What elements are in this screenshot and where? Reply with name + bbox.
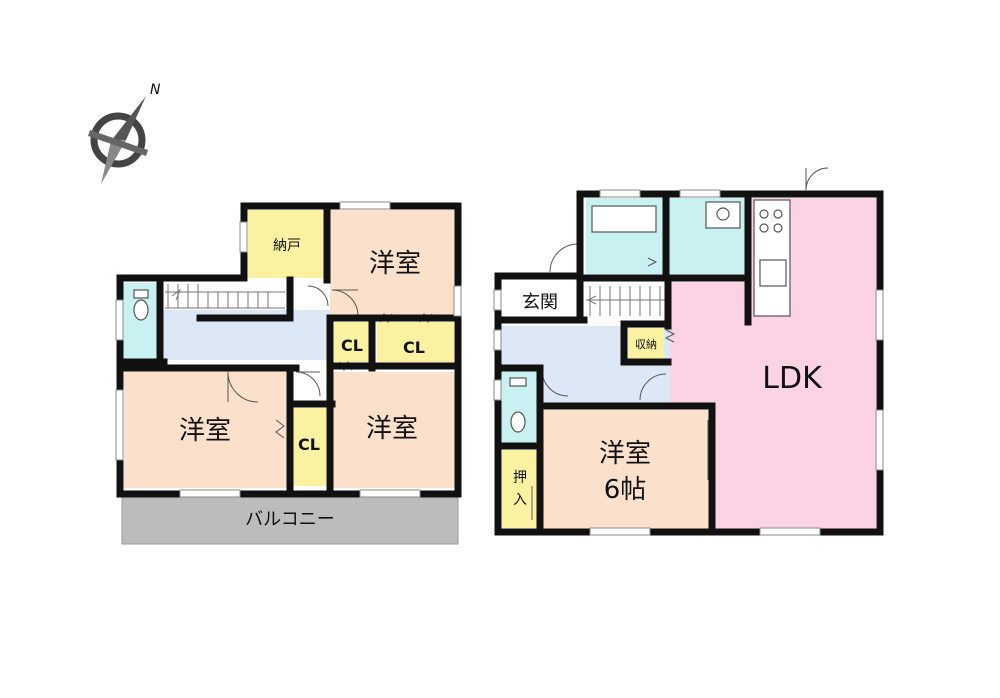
entrance-label: 玄関 (522, 292, 558, 313)
walls-1f (494, 190, 884, 536)
oshiire-label-1: 押 (513, 470, 527, 486)
closet-1-label: CL (341, 336, 363, 355)
windows-2f (115, 201, 462, 498)
bedroom-left-2f (124, 370, 292, 488)
nando-room (248, 210, 327, 278)
storage-1f (628, 328, 664, 360)
kitchen-fixtures (753, 199, 791, 317)
first-floor-plan: 玄関 収納 LDK 洋室 6帖 押 入 (493, 167, 884, 536)
compass-icon: N (88, 82, 161, 184)
nando-label: 納戸 (273, 238, 301, 254)
toilet-1f-icon (509, 377, 527, 433)
closet-2-label: CL (403, 338, 425, 357)
bedroom-1f-label: 洋室 (599, 439, 651, 469)
balcony-area (121, 493, 459, 545)
stairs-2f (165, 284, 285, 309)
ldk-area (670, 198, 876, 530)
compass-north-label: N (150, 82, 161, 98)
closet-2 (377, 322, 454, 362)
second-floor-plan: 納戸 洋室 CL CL 洋室 CL 洋室 バルコニー (115, 201, 462, 545)
bedroom-1f-size: 6帖 (604, 475, 647, 505)
toilet-icon (133, 289, 149, 321)
bedroom-top-label: 洋室 (369, 249, 421, 279)
bathtub-icon (591, 205, 657, 233)
walls-2f (116, 202, 462, 498)
ldk-label: LDK (762, 361, 823, 396)
bedroom-right-2f (330, 372, 456, 488)
windows-1f (493, 189, 884, 536)
bedroom-1f (542, 410, 712, 530)
closet-3-label: CL (298, 435, 320, 454)
stairs-1f (586, 286, 666, 316)
closet-3 (293, 408, 328, 486)
sink-icon (705, 201, 741, 229)
bedroom-top-2f (330, 210, 456, 318)
bedroom-right-label: 洋室 (366, 414, 418, 444)
closet-1 (334, 322, 370, 362)
oshiire-label-2: 入 (513, 492, 527, 508)
oshiire (502, 450, 538, 528)
bedroom-left-label: 洋室 (179, 416, 231, 446)
balcony-label: バルコニー (245, 509, 335, 530)
storage-label: 収納 (635, 338, 657, 351)
